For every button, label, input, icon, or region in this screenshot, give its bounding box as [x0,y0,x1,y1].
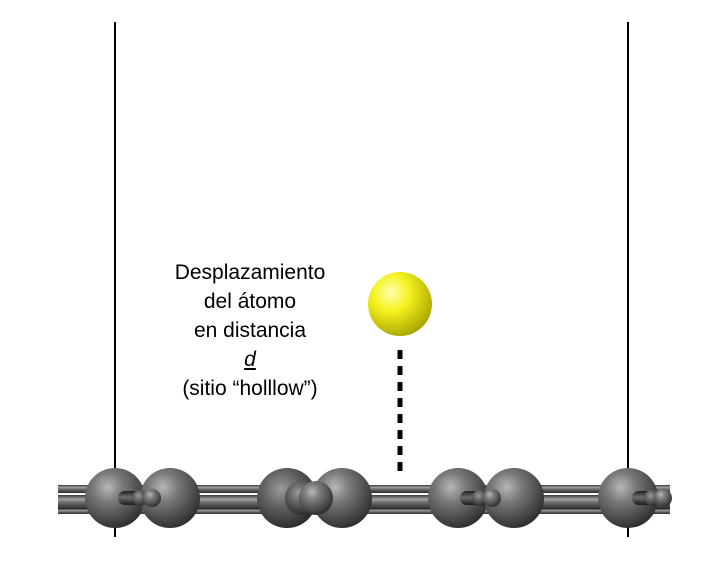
adatom [368,272,432,336]
surface-atom [312,468,372,528]
stub-atom [483,489,501,507]
stub-atom [654,489,672,507]
stub-atom [143,489,161,507]
displacement-annotation: Desplazamiento del átomo en distancia d … [140,258,360,403]
surface-atom [428,468,488,528]
surface-atom [85,468,145,528]
annotation-line: del átomo [203,290,297,313]
annotation-line: en distancia [193,319,307,342]
surface-atom [140,468,200,528]
surface-stubs [118,481,672,515]
surface-layer [85,468,658,528]
surface-atom [484,468,544,528]
front-atom [299,481,333,515]
annotation-line: Desplazamiento [174,261,326,284]
distance-variable: d [244,348,256,371]
surface-atom [598,468,658,528]
annotation-line: (sitio “holllow”) [182,377,318,400]
